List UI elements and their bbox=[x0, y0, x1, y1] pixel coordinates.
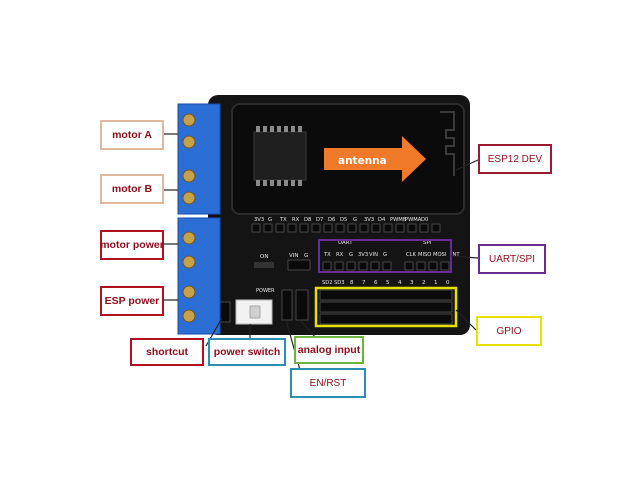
top-header-labels: 3V3 G TX RX D8 D7 D6 D5 G 3V3 D4 PWMB PW… bbox=[254, 217, 428, 223]
main-chip bbox=[253, 131, 307, 181]
spi-pin: MOSI bbox=[433, 252, 447, 258]
gpio-pins bbox=[319, 289, 453, 325]
gpio-highlight bbox=[314, 286, 458, 328]
chip-pins bbox=[256, 126, 302, 186]
uart-pin: TX bbox=[323, 252, 331, 258]
label-motor-a: motor A bbox=[100, 120, 164, 150]
label-power-switch: power switch bbox=[208, 338, 286, 366]
label-analog-input: analog input bbox=[294, 336, 364, 364]
analog-header bbox=[295, 289, 309, 321]
uart-pin: 3V3 bbox=[358, 252, 368, 258]
pin-label: D8 bbox=[304, 217, 311, 223]
antenna-trace bbox=[440, 111, 455, 176]
sd3-label: SD3 bbox=[334, 280, 345, 286]
label-uart-spi: UART/SPI bbox=[478, 244, 546, 274]
uart-pin: RX bbox=[336, 252, 344, 258]
pin-label: D6 bbox=[328, 217, 335, 223]
sd2-label: SD2 bbox=[322, 280, 333, 286]
pin-label: 3V3 bbox=[364, 217, 374, 223]
g-label: G bbox=[304, 253, 308, 259]
label-gpio: GPIO bbox=[476, 316, 542, 346]
uart-pin: VIN bbox=[369, 252, 378, 258]
antenna-label: antenna bbox=[338, 155, 387, 167]
spi-pin: CLK bbox=[406, 252, 417, 258]
power-text: POWER bbox=[256, 288, 275, 294]
pin-label: PWMA bbox=[405, 217, 422, 223]
power-switch-knob bbox=[249, 305, 261, 319]
spi-pin: INT bbox=[451, 252, 460, 258]
top-header-pins bbox=[251, 223, 441, 233]
pin-label: D7 bbox=[316, 217, 323, 223]
label-esp-power: ESP power bbox=[100, 286, 164, 316]
power-led bbox=[254, 262, 274, 268]
label-esp12-dev: ESP12 DEV bbox=[478, 144, 552, 174]
gpio-number-labels: 8 7 6 5 4 3 2 1 0 bbox=[350, 280, 450, 286]
on-label: ON bbox=[260, 254, 268, 260]
terminal-screws bbox=[182, 113, 196, 323]
vin-label: VIN bbox=[289, 253, 299, 259]
gpio-number: 3 bbox=[410, 280, 414, 286]
gpio-number: 0 bbox=[446, 280, 450, 286]
label-motor-b: motor B bbox=[100, 174, 164, 204]
antenna-arrow bbox=[324, 136, 426, 182]
label-en-rst: EN/RST bbox=[290, 368, 366, 398]
uart-spi-pins bbox=[322, 261, 450, 271]
pin-label: RX bbox=[292, 217, 300, 223]
gpio-number: 1 bbox=[434, 280, 438, 286]
pin-label: G bbox=[268, 217, 272, 223]
pin-label: D0 bbox=[421, 217, 428, 223]
uart-pin: G bbox=[383, 252, 387, 258]
uart-pin: G bbox=[349, 252, 353, 258]
pin-label: TX bbox=[279, 217, 287, 223]
label-motor-power: motor power bbox=[100, 230, 164, 260]
label-shortcut: shortcut bbox=[130, 338, 204, 366]
gpio-number: 5 bbox=[386, 280, 390, 286]
spi-pin: MISO bbox=[418, 252, 431, 258]
gpio-number: 8 bbox=[350, 280, 354, 286]
vin-g-header bbox=[287, 259, 311, 271]
pin-label: D4 bbox=[378, 217, 386, 223]
gpio-number: 6 bbox=[374, 280, 378, 286]
uart-spi-pin-labels: TX RX G 3V3 VIN G CLK MISO MOSI INT bbox=[323, 252, 460, 258]
gpio-number: 2 bbox=[422, 280, 426, 286]
pin-label: PWMB bbox=[390, 217, 407, 223]
en-rst-header bbox=[281, 289, 293, 321]
gpio-number: 4 bbox=[398, 280, 402, 286]
gpio-number: 7 bbox=[362, 280, 366, 286]
spi-title: SPI bbox=[423, 240, 432, 246]
pin-label: D5 bbox=[340, 217, 347, 223]
uart-title: UART bbox=[338, 240, 353, 246]
pin-label: G bbox=[353, 217, 357, 223]
pin-label: 3V3 bbox=[254, 217, 264, 223]
